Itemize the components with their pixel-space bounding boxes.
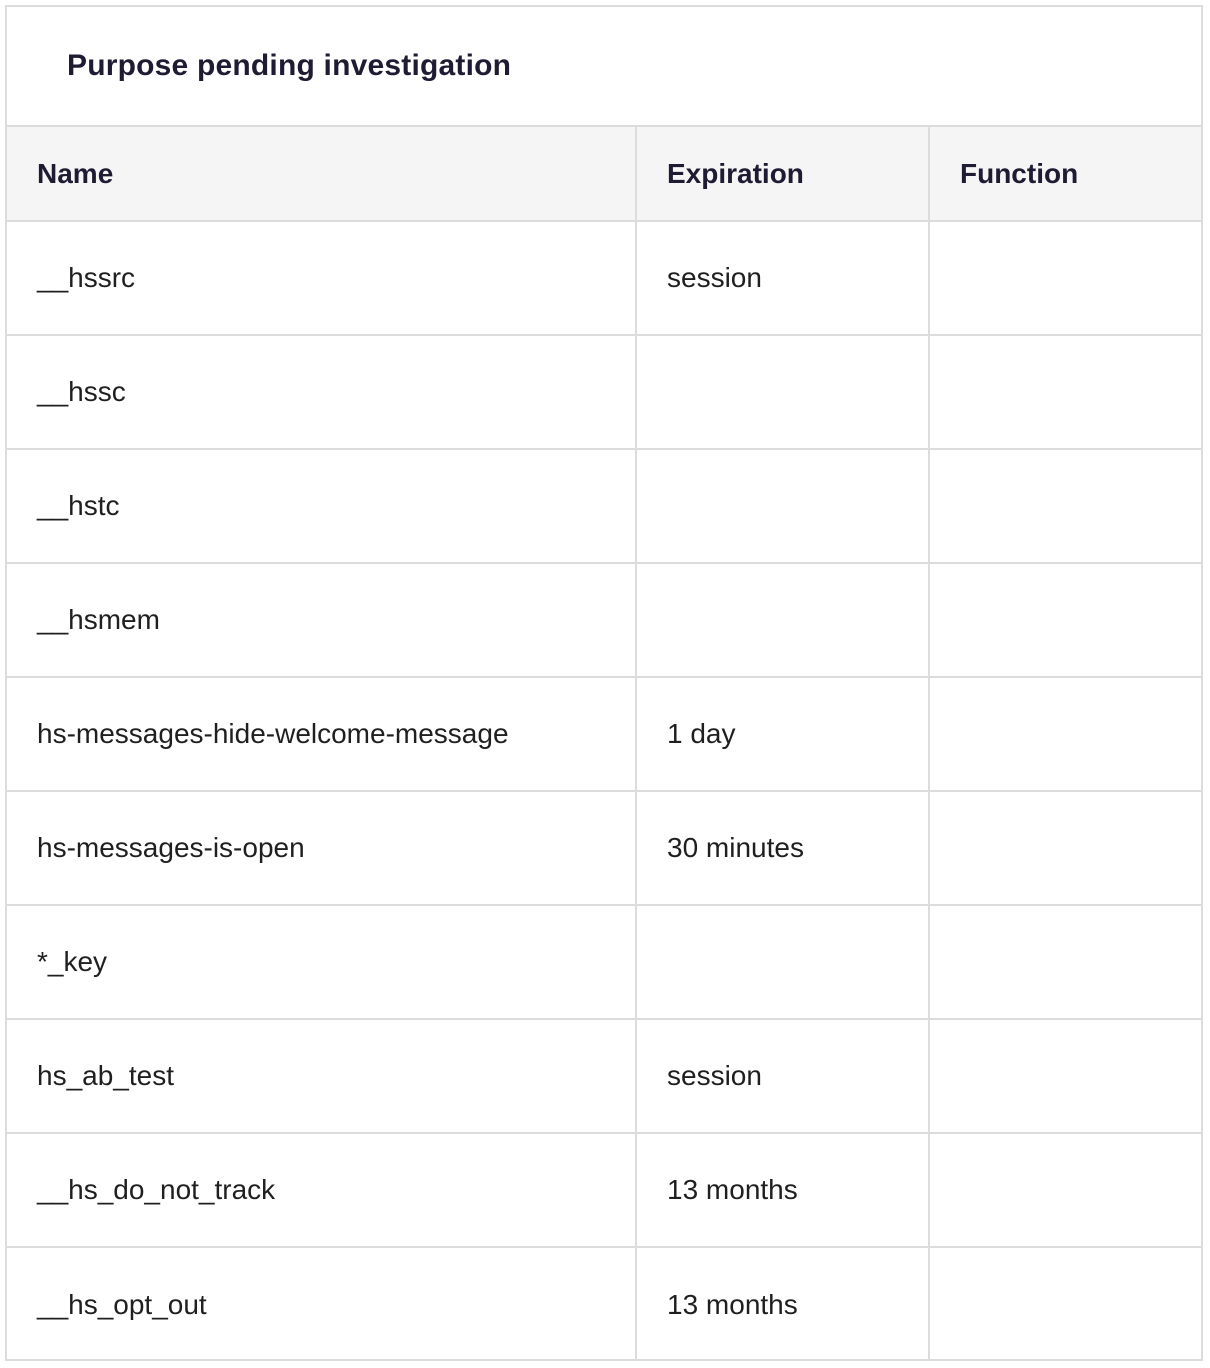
cookie-expiration-cell: session [636,1019,930,1134]
table-row: __hssc [7,335,1201,450]
cookie-table: Name Expiration Function __hssrc session… [7,127,1201,1359]
table-row: *_key [7,905,1201,1020]
table-row: hs_ab_test session [7,1019,1201,1134]
table-row: hs-messages-is-open 30 minutes [7,791,1201,906]
cookie-name-cell: __hssc [7,335,637,450]
cookie-name-cell: __hsmem [7,563,637,678]
column-header-name: Name [7,127,637,222]
cookie-name-cell: hs_ab_test [7,1019,637,1134]
cookie-name-cell: *_key [7,905,637,1020]
cookie-function-cell [929,1133,1201,1248]
column-header-expiration: Expiration [636,127,930,222]
cookie-expiration-cell: 13 months [636,1247,930,1359]
table-row: __hssrc session [7,221,1201,336]
table-header-row: Name Expiration Function [7,127,1201,222]
cookie-expiration-cell: session [636,221,930,336]
cookie-expiration-cell [636,905,930,1020]
cookie-expiration-cell [636,449,930,564]
cookie-name-cell: __hstc [7,449,637,564]
table-row: __hstc [7,449,1201,564]
cookie-function-cell [929,905,1201,1020]
cookie-expiration-cell: 13 months [636,1133,930,1248]
table-row: __hsmem [7,563,1201,678]
cookie-name-cell: hs-messages-hide-welcome-message [7,677,637,792]
cookie-function-cell [929,221,1201,336]
cookie-name-cell: __hssrc [7,221,637,336]
cookie-name-cell: __hs_do_not_track [7,1133,637,1248]
cookie-category-panel: Purpose pending investigation Name Expir… [5,5,1203,1361]
cookie-expiration-cell: 1 day [636,677,930,792]
table-row: __hs_opt_out 13 months [7,1247,1201,1359]
cookie-function-cell [929,791,1201,906]
table-row: __hs_do_not_track 13 months [7,1133,1201,1248]
cookie-expiration-cell [636,563,930,678]
cookie-name-cell: __hs_opt_out [7,1247,637,1359]
cookie-function-cell [929,563,1201,678]
cookie-function-cell [929,1247,1201,1359]
cookie-name-cell: hs-messages-is-open [7,791,637,906]
cookie-function-cell [929,677,1201,792]
column-header-function: Function [929,127,1201,222]
cookie-expiration-cell [636,335,930,450]
table-row: hs-messages-hide-welcome-message 1 day [7,677,1201,792]
cookie-function-cell [929,449,1201,564]
cookie-expiration-cell: 30 minutes [636,791,930,906]
panel-header: Purpose pending investigation [7,7,1201,127]
cookie-function-cell [929,335,1201,450]
section-title: Purpose pending investigation [67,49,512,82]
cookie-function-cell [929,1019,1201,1134]
